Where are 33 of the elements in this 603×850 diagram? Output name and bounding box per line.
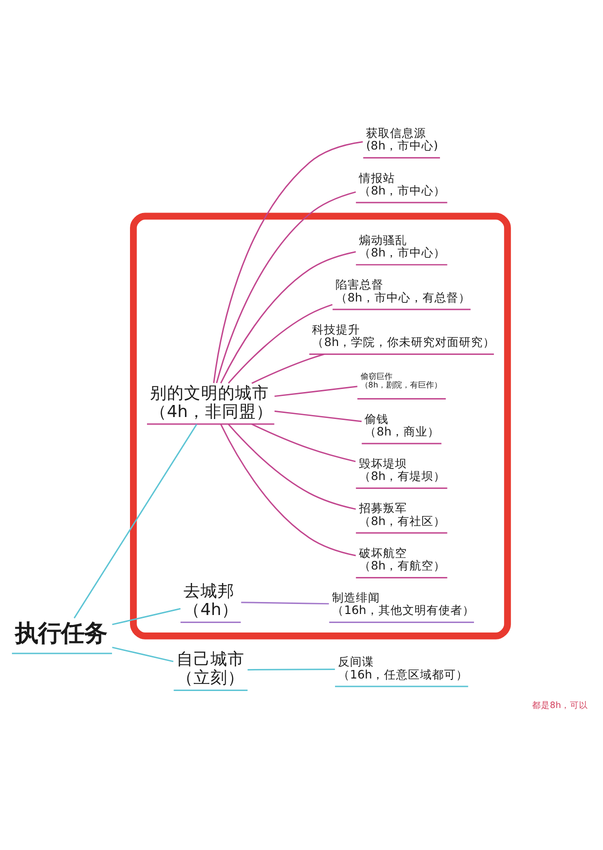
node-text: 招募叛军 （8h，有社区） [358, 500, 446, 528]
connector [112, 608, 181, 625]
node-text: 陷害总督 （8h，市中心，有总督） [336, 277, 470, 304]
node-text: 偷钱 （8h，商业） [364, 411, 440, 438]
node-text: 毁坏堤坝 （8h，有堤坝） [358, 456, 446, 483]
connector [248, 668, 335, 670]
node-text: 煽动骚乱 （8h，市中心） [358, 232, 446, 260]
node-text: 制造绯闻 （16h，其他文明有使者） [332, 590, 474, 617]
node-text: 去城邦 （4h） [183, 581, 238, 619]
node-text: 自己城市 （立刻） [176, 649, 245, 687]
node-text: 破坏航空 （8h，有航空） [358, 545, 446, 572]
node-text: 情报站 （8h，市中心） [358, 170, 446, 197]
node-text: 科技提升 （8h，学院，你未研究对面研究） [312, 322, 495, 348]
connector [216, 190, 356, 383]
cluster [130, 212, 511, 639]
connector [251, 353, 324, 384]
node-text: 偷窃巨作 （8h，剧院，有巨作） [360, 371, 442, 390]
connector [112, 646, 174, 662]
connector [274, 410, 362, 422]
node-text: 执行任务 [14, 619, 107, 646]
connector [274, 385, 358, 396]
connector [228, 303, 333, 384]
connector [213, 140, 363, 383]
connector [241, 601, 329, 604]
connector [74, 423, 198, 618]
node-text: 别的文明的城市 （4h，非同盟） [150, 382, 273, 420]
connector [228, 423, 356, 510]
connector [220, 423, 356, 556]
node-text: 获取信息源 (8h，市中心) [366, 126, 438, 152]
connector [220, 250, 356, 383]
node-text: 反间谍 （16h，任意区域都可） [338, 654, 468, 681]
label: 都是8h，可以 [532, 700, 588, 711]
connector [251, 423, 356, 462]
